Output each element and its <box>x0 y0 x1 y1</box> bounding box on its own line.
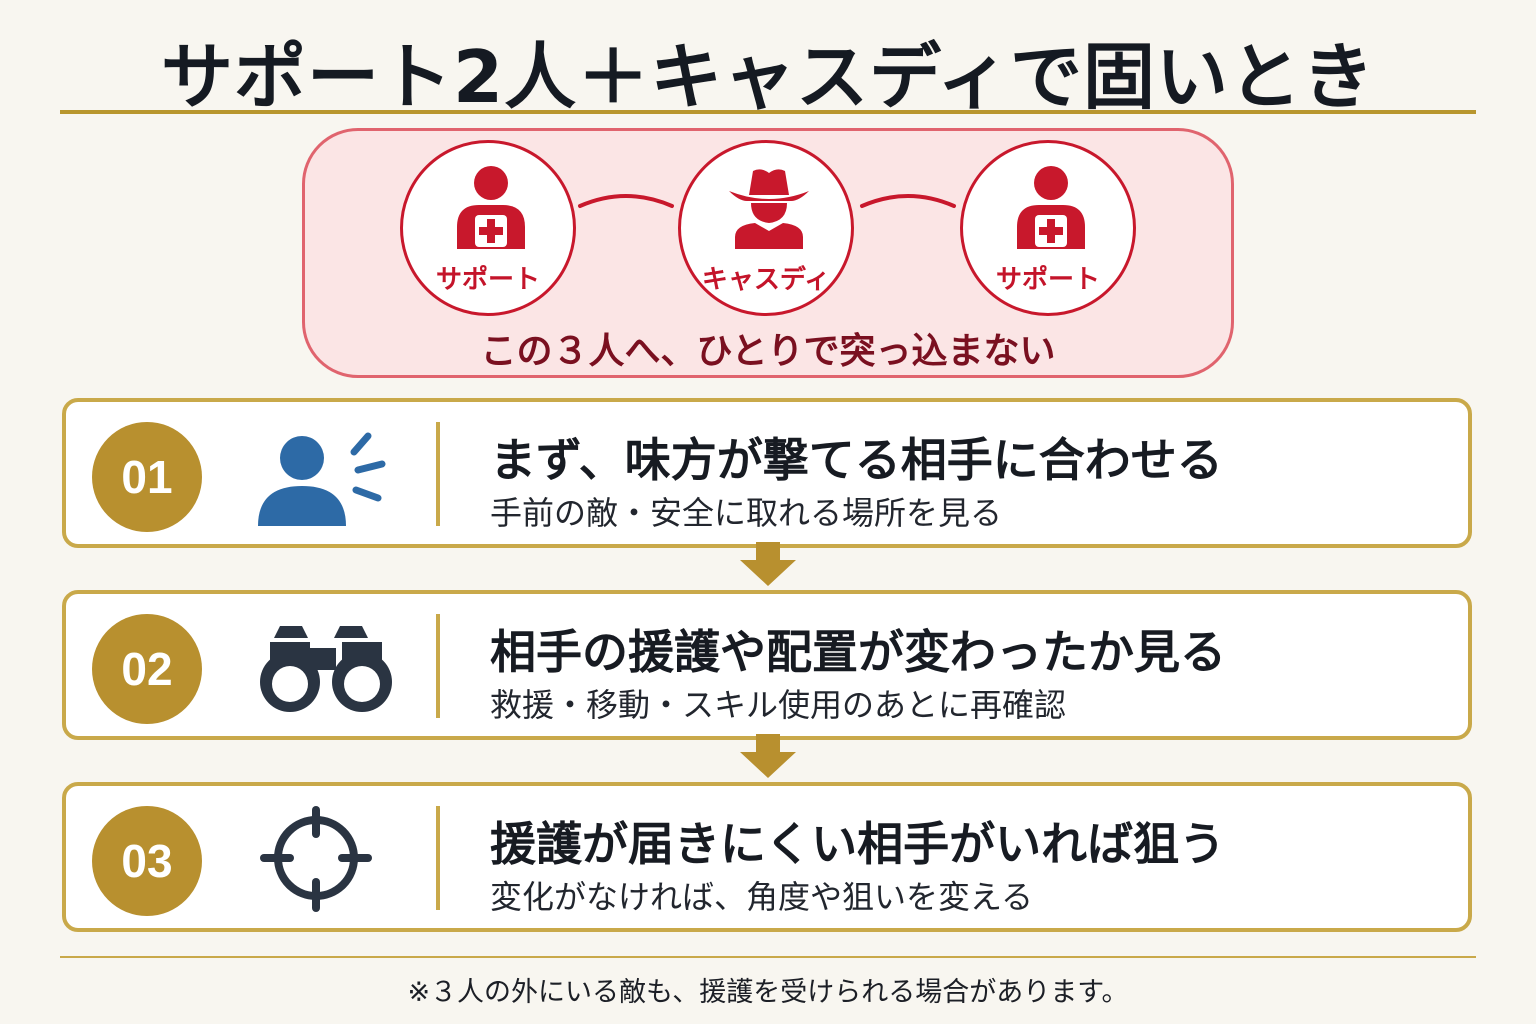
role-cassidy: キャスディ <box>678 140 854 316</box>
step-number-badge: 02 <box>92 614 202 724</box>
binoculars-icon <box>260 626 392 712</box>
title-divider <box>60 110 1476 114</box>
step-title: 援護が届きにくい相手がいれば狙う <box>490 817 1226 871</box>
role-label: キャスディ <box>701 265 831 295</box>
support-person-icon <box>457 166 525 249</box>
cowboy-hat-person-icon <box>729 169 809 249</box>
connector-line-left <box>578 194 674 208</box>
role-label: サポート <box>435 265 540 295</box>
role-support-left: サポート <box>400 140 576 316</box>
person-calling-icon <box>258 432 386 526</box>
step-title: まず、味方が撃てる相手に合わせる <box>490 433 1223 487</box>
step-number-badge: 01 <box>92 422 202 532</box>
step-card-1: 01 まず、味方が撃てる相手に合わせる 手前の敵・安全に取れる場所を見る <box>62 398 1472 548</box>
formation-warning: この３人へ、ひとりで突っ込まない <box>480 331 1056 372</box>
role-label: サポート <box>995 265 1100 295</box>
crosshair-icon <box>260 806 372 912</box>
step-divider <box>436 806 440 910</box>
down-arrow-icon <box>740 542 796 586</box>
step-card-2: 02 相手の援護や配置が変わったか見る 救援・移動・スキル使用のあとに再確認 <box>62 590 1472 740</box>
support-person-icon <box>1017 166 1085 249</box>
connector-line-right <box>860 194 956 208</box>
step-card-3: 03 援護が届きにくい相手がいれば狙う 変化がなければ、角度や狙いを変える <box>62 782 1472 932</box>
page-title: サポート2人＋キャスディで固いとき <box>160 35 1376 119</box>
step-description: 変化がなければ、角度や狙いを変える <box>490 878 1034 916</box>
step-description: 手前の敵・安全に取れる場所を見る <box>490 494 1003 532</box>
footer-note: ※３人の外にいる敵も、援護を受けられる場合があります。 <box>407 977 1129 1008</box>
step-description: 救援・移動・スキル使用のあとに再確認 <box>490 686 1067 724</box>
down-arrow-icon <box>740 734 796 778</box>
step-divider <box>436 422 440 526</box>
step-divider <box>436 614 440 718</box>
footer-divider <box>60 956 1476 958</box>
step-title: 相手の援護や配置が変わったか見る <box>490 625 1226 679</box>
step-number-badge: 03 <box>92 806 202 916</box>
role-support-right: サポート <box>960 140 1136 316</box>
